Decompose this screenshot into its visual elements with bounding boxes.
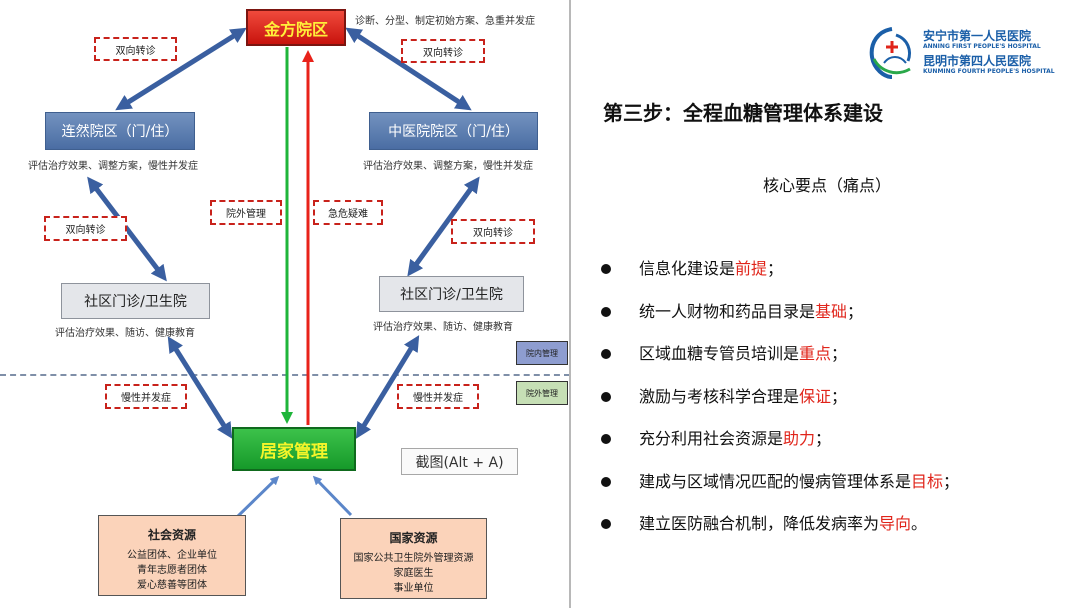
list-item: 信息化建设是前提； — [596, 254, 959, 297]
slide-subheading: 核心要点（痛点） — [763, 176, 892, 195]
bullet-icon — [601, 306, 611, 317]
tag-outpatient-management: 院外管理 — [210, 200, 282, 225]
note-shequ-right: 评估治疗效果、随访、健康教育 — [373, 322, 513, 333]
bullet-icon — [601, 519, 611, 529]
national-resources-item: 事业单位 — [393, 583, 434, 594]
point-text: 激励与考核科学合理是 — [639, 386, 800, 406]
arrow-social-home — [234, 475, 280, 520]
list-item: 统一人财物和药品目录是基础； — [596, 297, 959, 340]
note-shequ-left: 评估治疗效果、随访、健康教育 — [55, 328, 195, 339]
screenshot-tooltip: 截图(Alt + A) — [401, 448, 518, 475]
key-points-list: 信息化建设是前提； 统一人财物和药品目录是基础； 区域血糖专管员培训是重点； 激… — [596, 254, 959, 552]
diagram-arrows — [87, 27, 480, 520]
logo-name-kunming-en: KUNMING FOURTH PEOPLE'S HOSPITAL — [923, 68, 1055, 75]
node-home-management: 居家管理 — [232, 427, 356, 471]
arrow-shequ-home-right — [355, 335, 420, 439]
slide-heading: 第三步：全程血糖管理体系建设 — [603, 101, 883, 125]
point-punct: ； — [831, 386, 848, 406]
point-punct: ； — [831, 344, 848, 363]
node-shequ-right: 社区门诊/卫生院 — [379, 276, 524, 312]
node-jinfang: 金方院区 — [246, 9, 346, 46]
tag-bidirectional-mid-right: 双向转诊 — [451, 219, 535, 244]
logo-name-kunming: 昆明市第四人民医院 — [923, 54, 1032, 68]
national-resources-title: 国家资源 — [389, 531, 438, 545]
tag-chronic-right: 慢性并发症 — [397, 384, 479, 409]
tag-emergency: 急危疑难 — [313, 200, 383, 225]
hospital-logo: 安宁市第一人民医院 ANNING FIRST PEOPLE'S HOSPITAL… — [866, 25, 1055, 81]
tag-bidirectional-mid-left: 双向转诊 — [44, 216, 127, 241]
list-item: 激励与考核科学合理是保证； — [596, 382, 959, 425]
bullet-icon — [601, 476, 611, 487]
arrow-jinfang-zhongyi — [345, 27, 472, 111]
arrow-lianran-shequ — [87, 176, 167, 282]
logo-name-anning-en: ANNING FIRST PEOPLE'S HOSPITAL — [923, 43, 1041, 50]
point-highlight: 重点 — [799, 344, 832, 363]
note-lianran: 评估治疗效果、调整方案，慢性并发症 — [28, 161, 198, 172]
note-jinfang: 诊断、分型、制定初始方案、急重并发症 — [355, 16, 535, 27]
point-highlight: 导向 — [879, 514, 912, 533]
arrow-shequ-home-left — [167, 336, 233, 439]
national-resources-box: 国家资源 国家公共卫生院外管理资源 家庭医生 事业单位 — [340, 518, 487, 599]
tag-chronic-left: 慢性并发症 — [105, 384, 187, 409]
national-resources-item: 国家公共卫生院外管理资源 — [353, 553, 474, 564]
legend-outpatient-management: 院外管理 — [516, 381, 568, 405]
list-item: 建成与区域情况匹配的慢病管理体系是目标； — [596, 467, 959, 510]
slide-divider — [569, 0, 571, 608]
point-text: 信息化建设是 — [639, 259, 736, 278]
arrow-national-home — [312, 475, 353, 517]
social-resources-box: 社会资源 公益团体、企业单位 青年志愿者团体 爱心慈善等团体 — [98, 515, 246, 596]
social-resources-title: 社会资源 — [147, 528, 196, 542]
list-item: 区域血糖专管员培训是重点； — [596, 339, 959, 382]
national-resources-item: 家庭医生 — [393, 568, 434, 579]
social-resources-item: 爱心慈善等团体 — [137, 580, 207, 591]
list-item: 充分利用社会资源是助力； — [596, 424, 959, 467]
point-text: 区域血糖专管员培训是 — [639, 344, 800, 363]
arrow-jinfang-lianran — [115, 27, 247, 111]
list-item: 建立医防融合机制，降低发病率为导向。 — [596, 509, 959, 552]
logo-name-anning: 安宁市第一人民医院 — [923, 29, 1032, 43]
bullet-icon — [601, 264, 611, 274]
point-punct: 。 — [911, 514, 928, 533]
hospital-emblem-icon — [869, 27, 911, 79]
point-punct: ； — [815, 429, 832, 448]
arrow-zhongyi-shequ — [407, 176, 480, 277]
point-text: 统一人财物和药品目录是 — [639, 301, 816, 321]
point-highlight: 助力 — [783, 429, 816, 448]
point-highlight: 前提 — [735, 259, 768, 278]
point-highlight: 基础 — [815, 301, 848, 321]
point-highlight: 保证 — [799, 386, 832, 406]
bullet-icon — [601, 391, 611, 402]
social-resources-item: 青年志愿者团体 — [137, 565, 207, 576]
node-lianran: 连然院区（门/住） — [45, 112, 195, 150]
node-zhongyi: 中医院院区（门/住） — [369, 112, 538, 150]
social-resources-item: 公益团体、企业单位 — [127, 550, 217, 561]
bullet-icon — [601, 349, 611, 359]
legend-inpatient-management: 院内管理 — [516, 341, 568, 365]
point-punct: ； — [943, 471, 960, 491]
tag-bidirectional-top-left: 双向转诊 — [94, 37, 177, 61]
management-boundary-line — [0, 374, 570, 376]
point-punct: ； — [767, 259, 784, 278]
point-text: 建成与区域情况匹配的慢病管理体系是 — [639, 471, 912, 491]
point-text: 充分利用社会资源是 — [639, 429, 784, 448]
bullet-icon — [601, 434, 611, 444]
point-highlight: 目标 — [911, 471, 944, 491]
point-text: 建立医防融合机制，降低发病率为 — [639, 514, 880, 533]
node-shequ-left: 社区门诊/卫生院 — [61, 283, 210, 319]
note-zhongyi: 评估治疗效果、调整方案，慢性并发症 — [363, 161, 533, 172]
tag-bidirectional-top-right: 双向转诊 — [401, 39, 485, 63]
point-punct: ； — [847, 301, 864, 321]
